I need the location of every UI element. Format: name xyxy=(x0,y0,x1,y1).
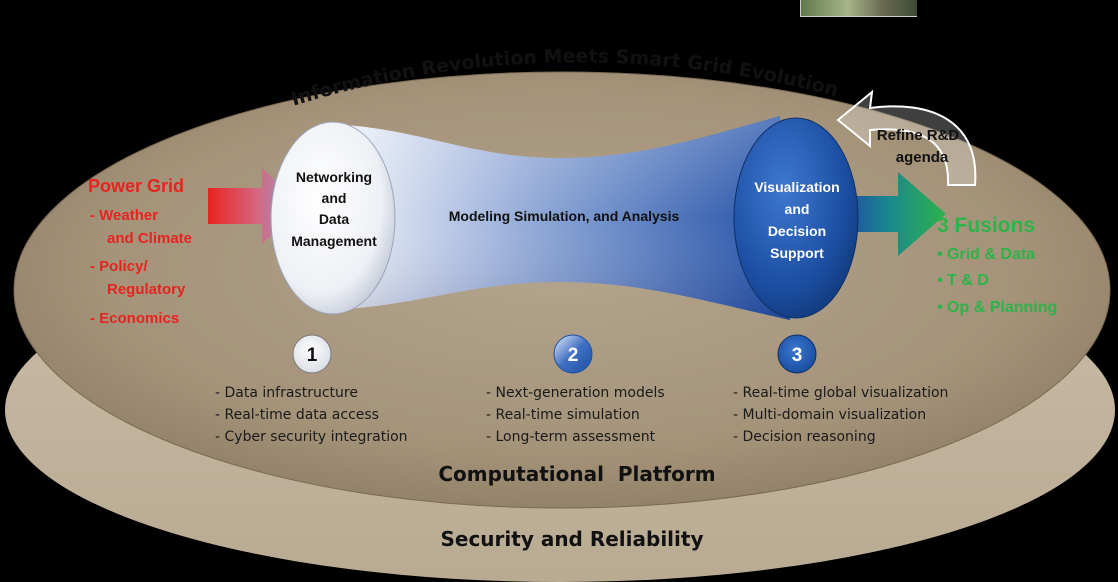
visualization-orb xyxy=(733,117,859,319)
networking-label-line3: Data xyxy=(319,211,350,227)
networking-orb xyxy=(270,121,396,315)
column-3-item-1: - Real-time global visualization xyxy=(733,385,948,401)
output-grid-data: • Grid & Data xyxy=(937,246,1035,263)
corner-photo-thumbnail xyxy=(800,0,917,17)
output-t-d: • T & D xyxy=(937,272,989,289)
base-label: Security and Reliability xyxy=(440,527,703,551)
platform-label: Computational Platform xyxy=(438,462,715,486)
fusions-output-arrow xyxy=(845,172,946,256)
input-weather-line1: - Weather xyxy=(90,207,158,224)
column-3-number: 3 xyxy=(792,345,803,366)
visualization-label-line2: and xyxy=(785,201,810,217)
input-weather-line2: and Climate xyxy=(107,230,192,247)
modeling-tube-shade xyxy=(330,116,790,320)
networking-label-line2: and xyxy=(322,190,347,206)
column-3-item-3: - Decision reasoning xyxy=(733,429,876,445)
refine-feedback-arrow xyxy=(836,89,977,186)
column-2-item-3: - Long-term assessment xyxy=(486,429,656,445)
feedback-label-line2: agenda xyxy=(896,149,949,166)
column-3-circle xyxy=(777,334,817,374)
column-1-item-1: - Data infrastructure xyxy=(215,385,358,401)
output-op-planning: • Op & Planning xyxy=(937,299,1057,316)
inputs-heading: Power Grid xyxy=(88,176,184,196)
visualization-label-line4: Support xyxy=(770,245,824,261)
column-2-number: 2 xyxy=(568,345,579,366)
feedback-label-line1: Refine R&D xyxy=(877,127,960,144)
networking-label-line4: Management xyxy=(291,233,377,249)
input-policy-line2: Regulatory xyxy=(107,281,186,298)
visualization-label-line3: Decision xyxy=(768,223,826,239)
column-2-item-1: - Next-generation models xyxy=(486,385,665,401)
column-1-item-2: - Real-time data access xyxy=(215,407,379,423)
modeling-label: Modeling Simulation, and Analysis xyxy=(449,208,680,224)
networking-label-line1: Networking xyxy=(296,169,372,185)
column-1-number: 1 xyxy=(307,345,318,366)
column-2-circle xyxy=(553,334,593,374)
column-2-item-2: - Real-time simulation xyxy=(486,407,640,423)
outputs-heading: 3 Fusions xyxy=(937,214,1035,237)
column-1-item-3: - Cyber security integration xyxy=(215,429,408,445)
input-economics: - Economics xyxy=(90,310,179,327)
column-1-circle xyxy=(292,334,332,374)
visualization-label-line1: Visualization xyxy=(754,179,839,195)
column-3-item-2: - Multi-domain visualization xyxy=(733,407,926,423)
input-policy-line1: - Policy/ xyxy=(90,258,148,275)
